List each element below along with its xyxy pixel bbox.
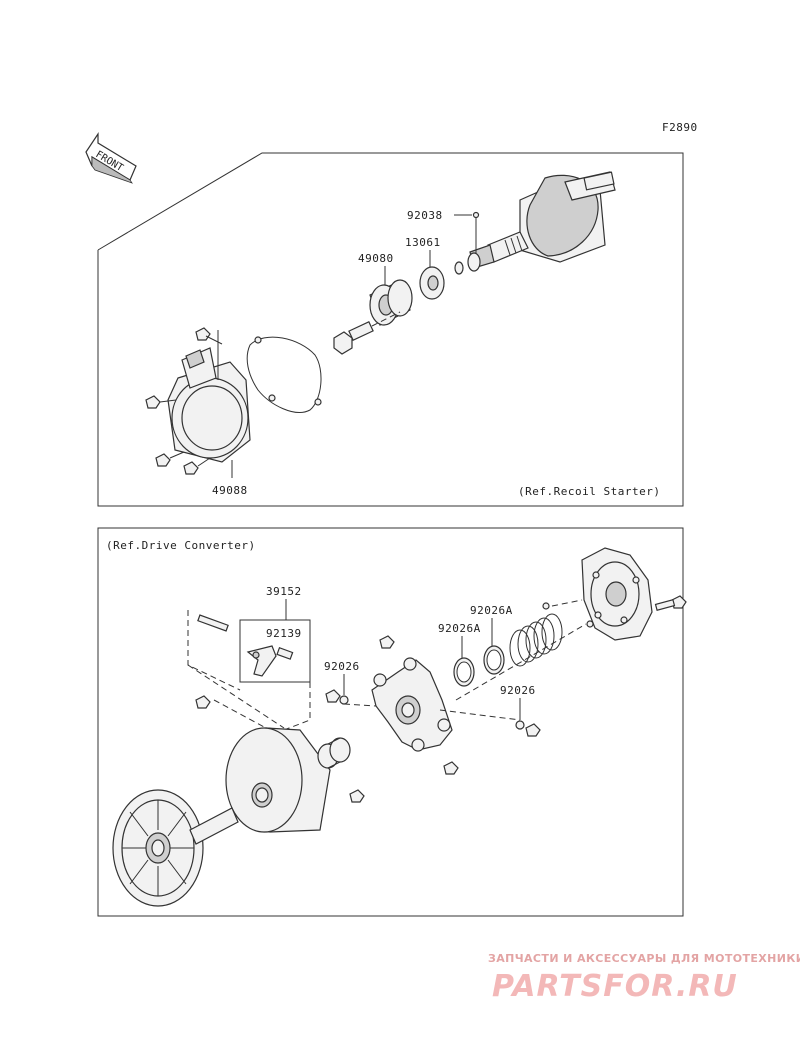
cover-icon [581,547,653,641]
nut-icon [379,635,395,649]
watermark-brand: PARTSFOR.RU [492,969,738,1004]
front-arrow-icon: FRONT [85,132,137,184]
spring-icon [509,613,563,667]
recoil-starter-housing-icon [167,347,251,463]
label-49080: 49080 [358,252,394,265]
nut-icon [443,761,459,775]
label-92026-left: 92026 [324,660,360,673]
spider-icon [371,657,453,752]
nut-icon [195,695,211,709]
figure-code: F2890 [662,121,698,134]
washer-icon [586,620,594,628]
washer-icon [542,602,550,610]
bottom-panel-frame [97,527,684,917]
watermark: ЗАПЧАСТИ И АКСЕССУАРЫ ДЛЯ МОТОТЕХНИКИ PA… [488,952,800,1004]
bushing-icon [317,737,351,769]
bolt-icon [183,457,211,475]
plate-icon [419,266,445,300]
top-panel: 92038 13061 49080 [97,152,684,507]
bolt-icon [195,327,223,345]
washer-icon [339,695,349,705]
kit-box [239,619,311,683]
pin-icon [472,211,480,219]
bolt-icon [333,321,374,355]
watermark-tagline: ЗАПЧАСТИ И АКСЕССУАРЫ ДЛЯ МОТОТЕХНИКИ [488,952,800,965]
bolt-icon [155,451,185,467]
label-92026a-lower: 92026A [438,622,481,635]
bolt-icon [654,595,687,611]
gasket-icon [246,336,322,413]
bottom-panel-reference: (Ref.Drive Converter) [106,539,256,552]
nut-icon [325,689,341,703]
washer-icon [515,720,525,730]
label-92026-right: 92026 [500,684,536,697]
nut-icon [349,789,365,803]
label-92038: 92038 [407,209,443,222]
label-92139: 92139 [266,627,302,640]
washer-icon [454,261,464,275]
ring-icon [467,252,481,272]
bottom-panel: (Ref.Drive Converter) 39152 92139 [97,527,687,917]
fixed-sheave-icon [112,789,239,907]
label-39152: 39152 [266,585,302,598]
pin-icon [197,614,229,632]
weight-arm-icon [246,645,294,677]
nut-icon [525,723,541,737]
movable-sheave-icon [225,727,331,833]
label-13061: 13061 [405,236,441,249]
label-92026a-upper: 92026A [470,604,513,617]
top-panel-frame [97,152,684,507]
starter-pulley-icon [369,279,413,326]
top-panel-reference: (Ref.Recoil Starter) [518,485,660,498]
crankshaft-icon [469,171,616,269]
label-49088: 49088 [212,484,248,497]
bolt-icon [145,395,177,409]
